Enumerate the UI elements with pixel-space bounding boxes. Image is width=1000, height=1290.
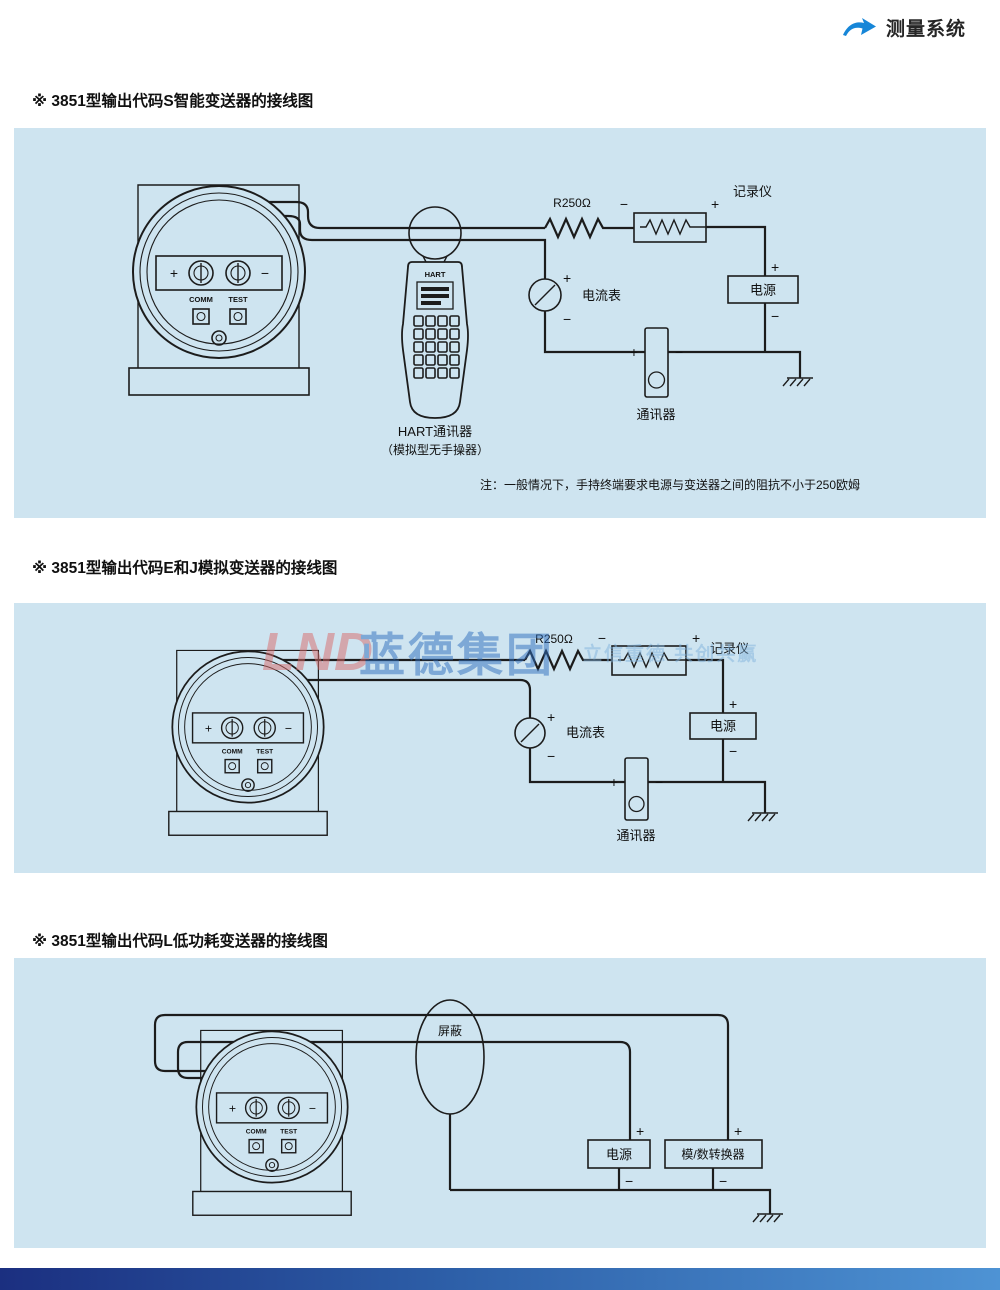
communicator-plus-label: + bbox=[630, 344, 638, 360]
communicator-label: 通讯器 bbox=[616, 828, 655, 843]
lower-rail-wire bbox=[543, 311, 802, 378]
power-minus-label: − bbox=[729, 743, 737, 759]
hart-name-label: HART通讯器 bbox=[398, 424, 472, 439]
loop-connection-circle bbox=[408, 206, 462, 260]
communicator-minus-label: − bbox=[675, 344, 683, 360]
recorder: − + 记录仪 bbox=[598, 630, 749, 676]
ammeter-label: 电流表 bbox=[566, 725, 605, 740]
wiring-diagram-ej: R250Ω − + 记录仪 电源 + − + − bbox=[167, 630, 779, 843]
ammeter-minus-label: − bbox=[563, 311, 571, 327]
adc-label: 模/数转换器 bbox=[681, 1147, 744, 1162]
power-minus-label: − bbox=[771, 308, 779, 324]
power-minus-label: − bbox=[625, 1173, 633, 1189]
loop-communicator: + − 通讯器 bbox=[610, 757, 663, 843]
resistor-value-label: R250Ω bbox=[553, 196, 591, 210]
ammeter: + − 电流表 bbox=[514, 709, 605, 764]
ad-converter: 模/数转换器 + − bbox=[664, 1123, 763, 1189]
diagram-panel-s: + − COMM TEST bbox=[14, 128, 986, 518]
section-heading-ej: ※ 3851型输出代码E和J模拟变送器的接线图 bbox=[32, 560, 338, 577]
wiring-diagram-s: + − COMM TEST bbox=[128, 184, 860, 492]
diagram-panel-ej: LND 蓝德集团 立信重德 共创共赢 R250Ω − + 记录仪 bbox=[14, 603, 986, 873]
communicator-plus-label: + bbox=[610, 774, 618, 790]
power-label: 电源 bbox=[606, 1147, 632, 1162]
recorder-minus-label: − bbox=[620, 196, 628, 212]
cable-shield: 屏蔽 bbox=[415, 999, 485, 1115]
resistor-and-link bbox=[544, 216, 634, 240]
recorder-label: 记录仪 bbox=[733, 184, 772, 199]
arrow-icon bbox=[842, 17, 876, 36]
recorder-to-power-wire bbox=[686, 658, 725, 713]
loop-communicator: + − 通讯器 bbox=[630, 327, 683, 422]
recorder: − + 记录仪 bbox=[620, 184, 772, 243]
ground bbox=[752, 1213, 784, 1223]
recorder-to-power-wire bbox=[706, 225, 767, 276]
adc-minus-label: − bbox=[719, 1173, 727, 1189]
ammeter: + − 电流表 bbox=[528, 270, 621, 327]
impedance-note: 注：一般情况下，手持终端要求电源与变送器之间的阻抗不小于250欧姆 bbox=[480, 477, 860, 492]
ammeter-label: 电流表 bbox=[582, 288, 621, 303]
ground bbox=[747, 812, 779, 822]
power-plus-label: + bbox=[729, 696, 737, 712]
wiring-diagram-l: 屏蔽 电源 + − 模/数转换器 + − bbox=[153, 999, 784, 1223]
footer-bar bbox=[0, 1268, 1000, 1290]
diagram-panel-l: 屏蔽 电源 + − 模/数转换器 + − bbox=[14, 958, 986, 1248]
transmitter bbox=[128, 184, 310, 396]
hart-keypad bbox=[413, 315, 460, 379]
hart-communicator: HART HART通讯器 （模拟型无手操器） bbox=[381, 255, 489, 457]
power-plus-label: + bbox=[771, 259, 779, 275]
communicator-minus-label: − bbox=[655, 774, 663, 790]
ammeter-plus-label: + bbox=[547, 709, 555, 725]
resistor-value-label: R250Ω bbox=[535, 632, 573, 646]
transmitter bbox=[191, 1029, 353, 1217]
ground-rail-wire bbox=[450, 1188, 772, 1214]
hart-display-title: HART bbox=[425, 270, 446, 279]
resistor-and-link bbox=[524, 648, 612, 672]
power-supply: 电源 + − bbox=[689, 696, 757, 759]
ammeter-plus-label: + bbox=[563, 270, 571, 286]
power-label: 电源 bbox=[710, 719, 736, 734]
power-supply: 电源 + − bbox=[727, 259, 799, 324]
power-supply: 电源 + − bbox=[587, 1123, 651, 1189]
recorder-plus-label: + bbox=[692, 630, 700, 646]
recorder-plus-label: + bbox=[711, 196, 719, 212]
hart-sub-label: （模拟型无手操器） bbox=[381, 442, 489, 457]
section-heading-s: ※ 3851型输出代码S智能变送器的接线图 bbox=[32, 93, 314, 110]
shield-label: 屏蔽 bbox=[438, 1024, 462, 1038]
recorder-minus-label: − bbox=[598, 630, 606, 646]
recorder-label: 记录仪 bbox=[710, 641, 749, 656]
power-plus-label: + bbox=[636, 1123, 644, 1139]
ammeter-minus-label: − bbox=[547, 748, 555, 764]
adc-plus-label: + bbox=[734, 1123, 742, 1139]
power-label: 电源 bbox=[750, 283, 776, 298]
communicator-label: 通讯器 bbox=[636, 407, 675, 422]
ground bbox=[782, 377, 814, 387]
page-title: 测量系统 bbox=[885, 19, 966, 40]
transmitter bbox=[167, 649, 329, 837]
section-heading-l: ※ 3851型输出代码L低功耗变送器的接线图 bbox=[32, 933, 328, 950]
page-header: 测量系统 bbox=[842, 14, 966, 41]
